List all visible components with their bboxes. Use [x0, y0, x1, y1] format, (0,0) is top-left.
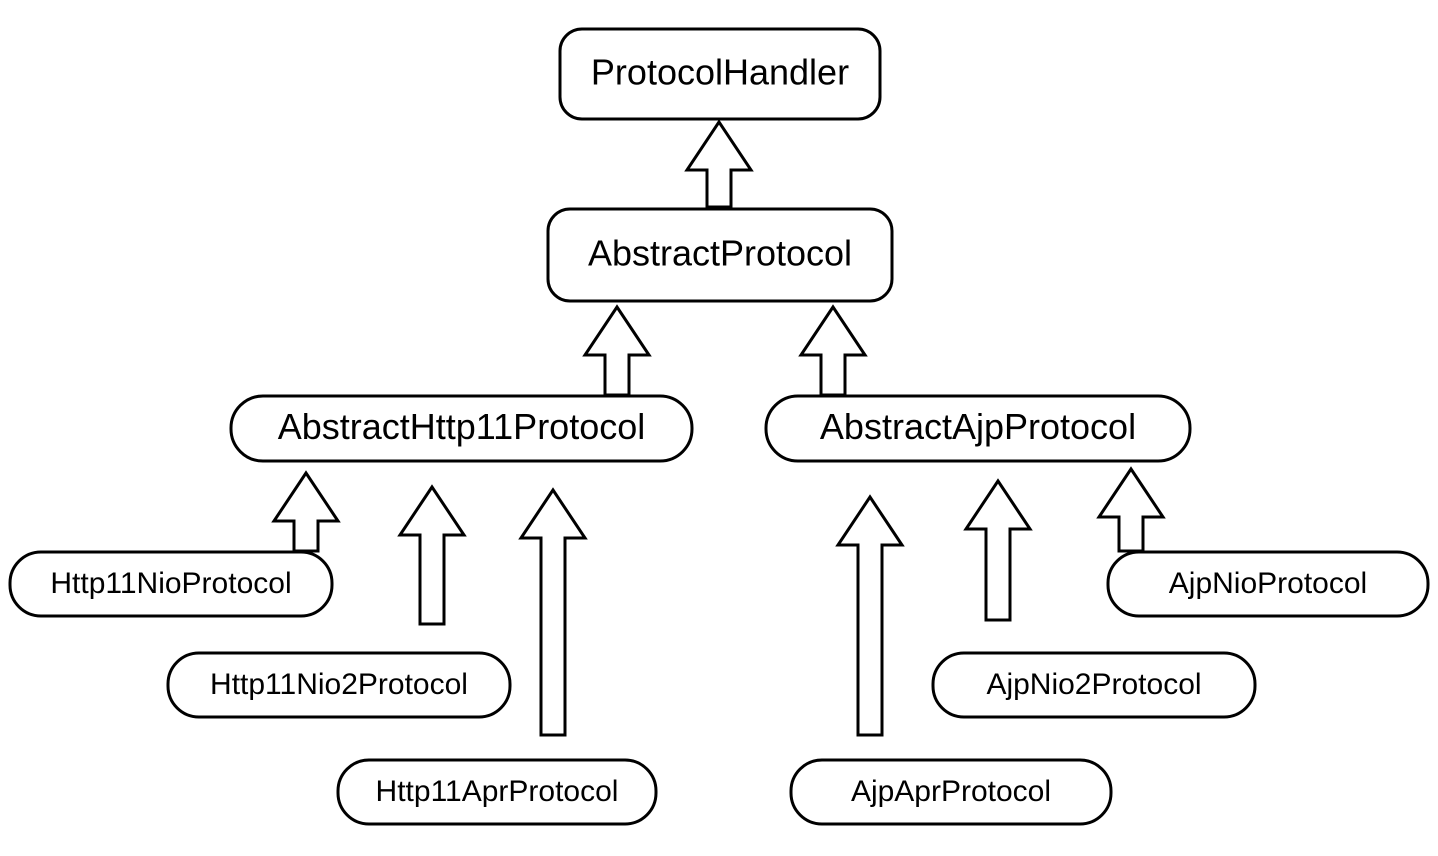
- generalization-edges-layer: [271, 119, 1166, 737]
- class-node-label: Http11NioProtocol: [50, 567, 291, 600]
- generalization-arrow: [684, 119, 754, 209]
- class-node-box[interactable]: [166, 651, 512, 719]
- class-node-ajp-nio-protocol[interactable]: AjpNioProtocol: [1106, 550, 1430, 618]
- class-node-label: AjpNioProtocol: [1169, 567, 1367, 600]
- class-node-label: ProtocolHandler: [591, 52, 849, 93]
- class-node-label: AjpAprProtocol: [851, 775, 1051, 808]
- generalization-arrow: [1096, 466, 1166, 553]
- generalization-arrow: [798, 304, 868, 397]
- class-node-box[interactable]: [546, 207, 894, 303]
- class-node-http11-apr-protocol[interactable]: Http11AprProtocol: [336, 758, 658, 826]
- class-node-label: AbstractHttp11Protocol: [278, 406, 646, 447]
- generalization-arrow: [397, 484, 467, 626]
- class-node-box[interactable]: [789, 758, 1113, 826]
- class-node-abstract-http11-protocol[interactable]: AbstractHttp11Protocol: [229, 394, 694, 463]
- generalization-arrow: [963, 478, 1033, 622]
- class-node-label: Http11AprProtocol: [376, 775, 619, 808]
- class-node-label: AbstractAjpProtocol: [820, 406, 1136, 447]
- class-node-protocol-handler[interactable]: ProtocolHandler: [558, 27, 882, 121]
- class-node-abstract-ajp-protocol[interactable]: AbstractAjpProtocol: [764, 394, 1192, 463]
- generalization-arrow: [518, 487, 588, 737]
- class-node-label: AbstractProtocol: [588, 233, 852, 274]
- generalization-arrow: [582, 304, 652, 397]
- class-node-box[interactable]: [229, 394, 694, 463]
- class-node-ajp-apr-protocol[interactable]: AjpAprProtocol: [789, 758, 1113, 826]
- class-node-http11-nio2-protocol[interactable]: Http11Nio2Protocol: [166, 651, 512, 719]
- class-node-box[interactable]: [558, 27, 882, 121]
- class-node-ajp-nio2-protocol[interactable]: AjpNio2Protocol: [931, 651, 1257, 719]
- generalization-arrow: [271, 470, 341, 553]
- class-node-http11-nio-protocol[interactable]: Http11NioProtocol: [8, 550, 334, 618]
- class-node-box[interactable]: [336, 758, 658, 826]
- generalization-arrow: [835, 494, 905, 737]
- class-node-box[interactable]: [1106, 550, 1430, 618]
- class-node-label: AjpNio2Protocol: [986, 668, 1201, 701]
- class-nodes-layer: ProtocolHandlerAbstractProtocolAbstractH…: [8, 27, 1430, 826]
- class-node-label: Http11Nio2Protocol: [210, 668, 468, 701]
- class-node-box[interactable]: [764, 394, 1192, 463]
- class-node-abstract-protocol[interactable]: AbstractProtocol: [546, 207, 894, 303]
- class-node-box[interactable]: [931, 651, 1257, 719]
- class-node-box[interactable]: [8, 550, 334, 618]
